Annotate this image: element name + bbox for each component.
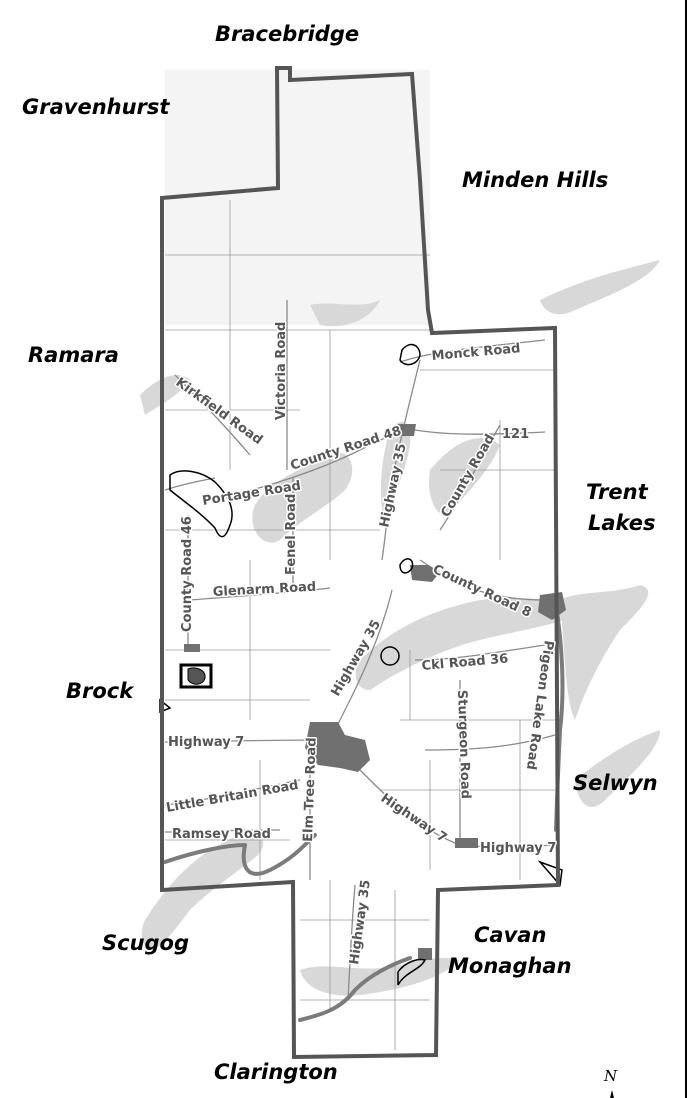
kinmount-urban: [398, 424, 416, 436]
water-bodies: [140, 260, 660, 996]
lindsay-urban: [305, 722, 370, 772]
major-roads: [164, 300, 556, 1001]
road-label-highway-7-east: Highway 7: [480, 841, 556, 856]
south-water: [300, 957, 460, 996]
fenelon-falls-urban: [410, 565, 440, 582]
muni-label-selwyn: Selwyn: [573, 771, 658, 795]
woodville-urban: [184, 644, 200, 652]
sturgeon-lake: [355, 598, 590, 690]
minor-roads: [165, 200, 555, 1050]
muni-label-scugog: Scugog: [102, 931, 189, 955]
muni-label-gravenhurst: Gravenhurst: [22, 95, 170, 119]
muni-label-brock: Brock: [66, 679, 135, 703]
county-boundary: [160, 66, 561, 1060]
road-label-county-road-46: County Road 46: [180, 516, 195, 632]
northeast-water: [540, 260, 660, 315]
mitchell-lake: [310, 300, 380, 327]
bobcaygeon-urban: [538, 592, 566, 620]
muni-label-ramara: Ramara: [28, 343, 119, 367]
muni-label-bracebridge: Bracebridge: [215, 22, 359, 46]
road-label-victoria-road: Victoria Road: [274, 322, 289, 420]
road-label-kirkfield-road: Kirkfield Road: [173, 375, 265, 448]
south-urban: [418, 948, 432, 960]
road-label-glenarm-road: Glenarm Road: [212, 580, 316, 600]
road-label-highway-7-mid: Highway 7: [378, 791, 450, 846]
road-label-pigeon-lake-road: Pigeon Lake Road: [523, 639, 556, 770]
terrain-texture: [165, 70, 430, 325]
omemee-urban: [455, 838, 478, 848]
north-arrow-icon: [610, 1090, 614, 1098]
muni-label-trent-lakes-line-0: Trent: [586, 480, 649, 504]
urban-areas: [184, 424, 566, 960]
muni-label-cavan-monaghan-line-0: Cavan: [474, 923, 546, 947]
road-label-sturgeon-road: Sturgeon Road: [454, 690, 473, 800]
west-shoal: [140, 375, 190, 415]
muni-label-clarington: Clarington: [214, 1060, 338, 1084]
road-label-fenel-road: Fenel Road: [284, 494, 299, 575]
outlined-features: [159, 343, 563, 986]
muni-label-cavan-monaghan-line-1: Monaghan: [448, 954, 572, 978]
municipality-labels: Bracebridge Gravenhurst Minden Hills Ram…: [22, 22, 658, 1084]
muni-label-trent-lakes-line-1: Lakes: [588, 511, 656, 535]
road-label-county-road-121: 121: [502, 427, 529, 442]
north-arrow-label: N: [603, 1067, 618, 1085]
road-label-ramsey-road: Ramsey Road: [172, 827, 271, 842]
cameron-lake: [380, 421, 411, 520]
balsam-lake: [252, 452, 353, 543]
selwyn-water: [575, 730, 660, 808]
north-arrow: N: [603, 1067, 618, 1098]
road-label-highway-7-west: Highway 7: [168, 735, 244, 750]
road-label-little-britain-road: Little Britain Road: [165, 778, 300, 816]
road-label-monck-road: Monck Road: [431, 341, 521, 364]
muni-label-minden-hills: Minden Hills: [462, 168, 608, 192]
road-label-elm-tree-road: Elm Tree Road: [301, 737, 320, 842]
road-label-highway-35-south: Highway 35: [347, 879, 374, 966]
east-lakes: [560, 585, 649, 720]
lake-scugog: [141, 833, 264, 950]
